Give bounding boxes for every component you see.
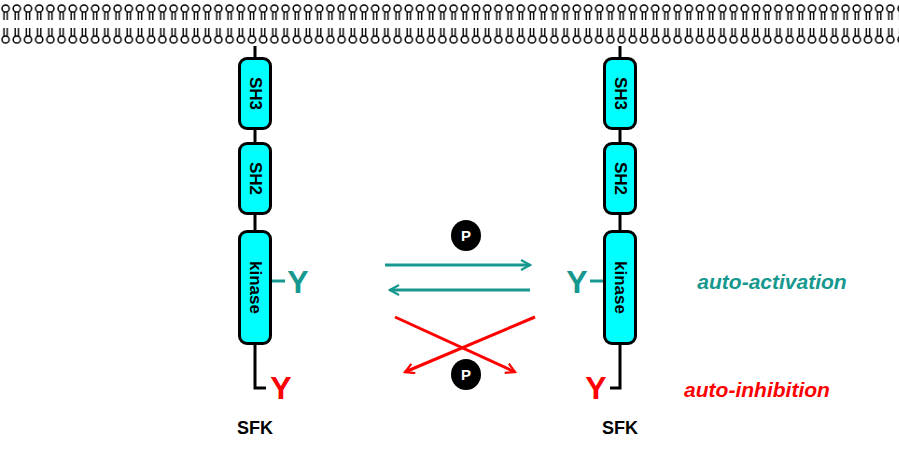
tyrosine-label: Y — [566, 266, 587, 298]
activation-arrow — [390, 289, 530, 292]
activation-arrow — [385, 264, 530, 267]
tyrosine-label: Y — [287, 266, 308, 298]
tyrosine-label: Y — [585, 372, 606, 404]
sh3-domain: SH3 — [238, 57, 272, 130]
node-text: SH2 — [245, 162, 265, 195]
node-text: kinase — [245, 261, 265, 314]
phosphate-circle: P — [451, 220, 481, 251]
protein-name: SFK — [602, 419, 638, 437]
sh2-domain: SH2 — [603, 142, 637, 215]
node-text: P — [461, 228, 471, 243]
kinase-domain: kinase — [603, 230, 637, 345]
kinase-domain: kinase — [238, 230, 272, 345]
tyrosine-label: Y — [270, 372, 291, 404]
sh3-domain: SH3 — [603, 57, 637, 130]
process-label: auto-activation — [697, 271, 846, 292]
node-text: kinase — [610, 261, 630, 314]
protein-name: SFK — [237, 419, 273, 437]
sh2-domain: SH2 — [238, 142, 272, 215]
node-text: SH3 — [610, 77, 630, 110]
phosphate-circle: P — [451, 359, 481, 390]
node-text: SH3 — [245, 77, 265, 110]
node-text: P — [461, 367, 471, 382]
process-label: auto-inhibition — [684, 379, 830, 400]
node-text: SH2 — [610, 162, 630, 195]
